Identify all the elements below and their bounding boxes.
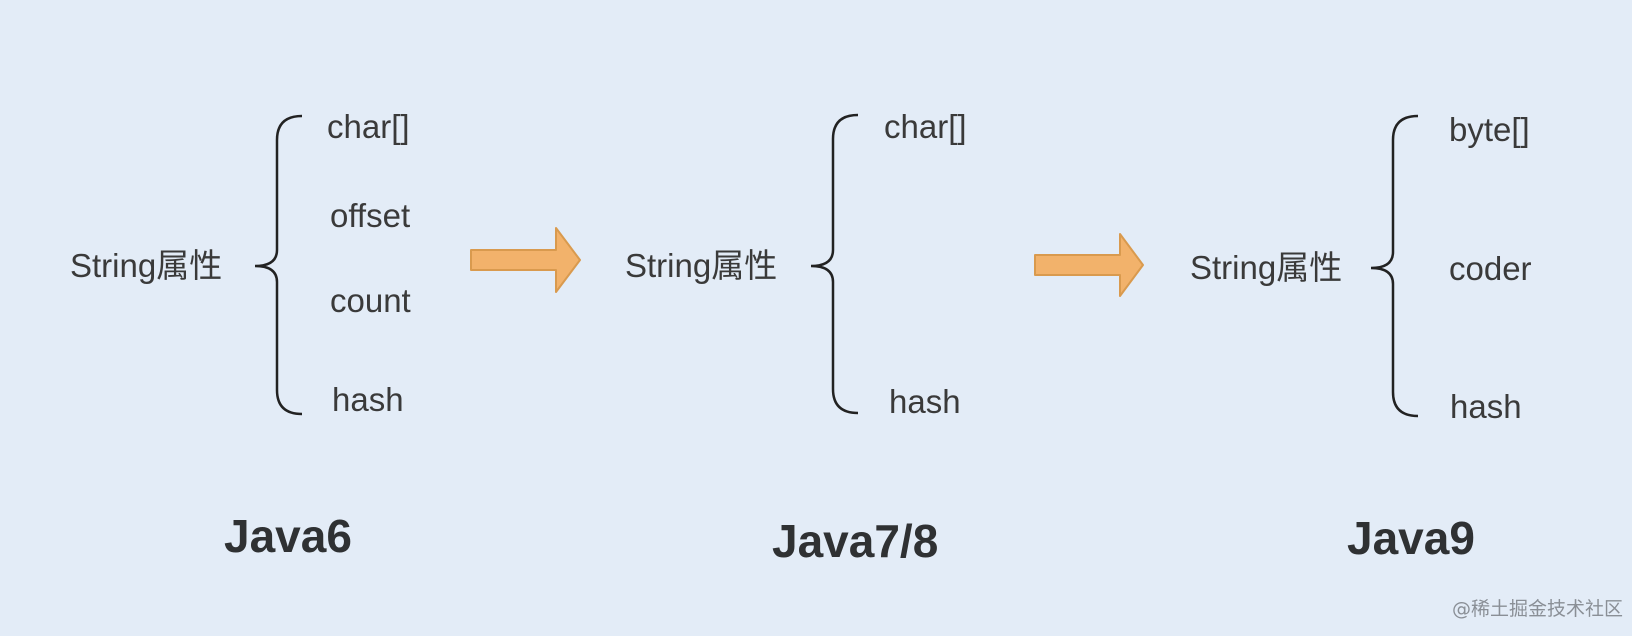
field-byte-array: byte[] <box>1449 111 1530 148</box>
field-coder: coder <box>1449 250 1532 287</box>
field-char-array: char[] <box>884 108 967 145</box>
arrow-right-icon <box>1034 233 1144 297</box>
brace-java78 <box>810 113 859 415</box>
brace-java9 <box>1370 114 1419 418</box>
arrow-right-icon <box>470 227 581 293</box>
version-label-java6: Java6 <box>224 510 352 562</box>
root-label-java6: String属性 <box>70 247 223 284</box>
field-hash: hash <box>1450 388 1522 425</box>
field-hash: hash <box>332 381 404 418</box>
field-count: count <box>330 282 411 319</box>
root-label-java78: String属性 <box>625 247 778 284</box>
field-hash: hash <box>889 383 961 420</box>
watermark: @稀土掘金技术社区 <box>1452 598 1624 620</box>
field-char-array: char[] <box>327 108 410 145</box>
root-label-java9: String属性 <box>1190 249 1343 286</box>
version-label-java9: Java9 <box>1347 512 1475 564</box>
field-offset: offset <box>330 197 411 234</box>
version-label-java78: Java7/8 <box>772 515 939 567</box>
brace-java6 <box>254 114 303 416</box>
